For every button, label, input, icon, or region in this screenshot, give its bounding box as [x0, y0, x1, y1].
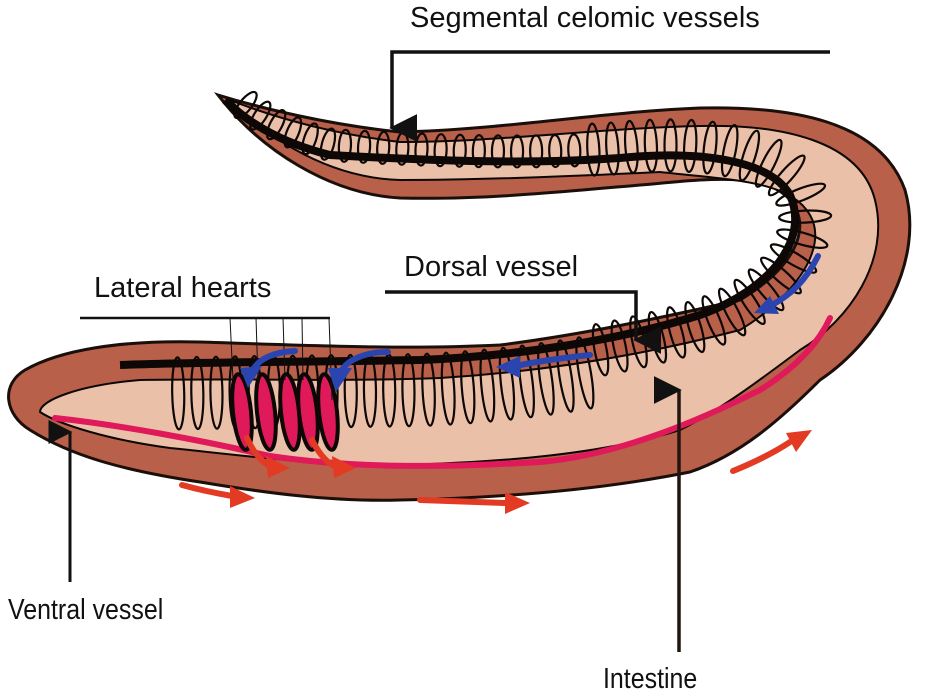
leader-segmental	[389, 50, 830, 142]
segment-ring	[537, 342, 555, 416]
segment-ring	[283, 116, 303, 149]
segment-ring	[684, 300, 706, 354]
segment-ring	[717, 287, 747, 337]
segment-ring	[767, 154, 806, 197]
segment-ring	[509, 134, 525, 169]
segment-ring	[778, 209, 833, 224]
intestine-band	[38, 99, 880, 467]
segment-ring	[701, 295, 727, 346]
segment-ring	[498, 346, 516, 421]
segment-ring	[556, 339, 575, 413]
segment-ring	[209, 355, 224, 430]
segment-ring	[663, 118, 678, 173]
label-ventral-vessel: Ventral vessel	[8, 594, 164, 626]
red-flow-arrow	[730, 430, 812, 474]
label-intestine: Intestine	[603, 663, 698, 695]
segment-ring	[747, 268, 785, 312]
segment-ring	[233, 90, 258, 120]
segment-ring	[376, 130, 391, 165]
red-flow-arrow	[309, 437, 356, 478]
segment-ring	[301, 122, 319, 156]
lateral-heart	[254, 372, 278, 452]
blue-flow-arrow	[328, 349, 391, 392]
segment-ring	[440, 351, 456, 426]
segment-ring	[769, 243, 818, 274]
segment-ring	[666, 306, 687, 359]
segment-ring	[452, 133, 467, 168]
segment-ring	[529, 134, 544, 169]
leader-lines	[48, 50, 830, 652]
segment-ring	[623, 119, 639, 174]
segment-ring	[343, 353, 358, 429]
segment-ring	[605, 121, 620, 176]
segment-ring	[319, 127, 337, 161]
lateral-hearts	[230, 372, 340, 452]
segment-ring	[414, 132, 429, 167]
segment-ring	[591, 323, 610, 377]
label-segmental-celomic-vessels: Segmental celomic vessels	[410, 2, 760, 34]
red-flow-arrow	[179, 482, 255, 508]
segment-ring	[702, 120, 718, 175]
segment-ring	[433, 133, 448, 168]
lateral-heart	[316, 372, 340, 452]
segment-ring	[265, 109, 287, 141]
segment-ring	[490, 134, 506, 169]
segment-ring	[643, 118, 659, 173]
lateral-heart	[230, 372, 254, 452]
dorsal-vessel	[119, 97, 799, 369]
label-lateral-hearts: Lateral hearts	[94, 272, 272, 304]
blue-flow-arrow	[754, 253, 821, 314]
segment-ring	[421, 352, 436, 427]
segment-ring	[479, 348, 496, 423]
segment-ring	[337, 128, 353, 163]
leader-lateral-ticks	[229, 317, 333, 401]
blue-flow-arrow	[496, 352, 593, 378]
leader-dorsal	[385, 290, 662, 354]
blue-flow-arrow	[240, 348, 298, 388]
segment-ring	[733, 278, 766, 326]
ventral-vessel	[52, 315, 833, 469]
segment-ring	[610, 319, 629, 373]
segment-ring	[249, 100, 272, 131]
segment-ring	[548, 133, 563, 169]
segment-ring	[720, 123, 739, 178]
segment-ring	[775, 182, 827, 207]
segment-ring	[776, 228, 829, 249]
segment-ring	[682, 118, 698, 174]
label-dorsal-vessel: Dorsal vessel	[404, 251, 579, 283]
red-flow-arrow	[244, 435, 290, 478]
segment-ring	[356, 129, 372, 164]
segment-ring	[567, 133, 582, 168]
red-flow-arrow	[417, 492, 530, 514]
segment-ring	[171, 356, 186, 431]
flow-arrows	[179, 253, 821, 514]
segment-ring	[471, 134, 486, 169]
segment-ring	[738, 129, 761, 182]
segment-ring	[401, 353, 416, 428]
segment-ring	[460, 350, 476, 425]
segment-ring	[517, 344, 535, 419]
segment-ring	[759, 256, 802, 295]
segment-ring	[575, 336, 595, 410]
segment-ring	[586, 122, 601, 177]
segment-ring	[190, 355, 205, 431]
segment-ring	[754, 138, 783, 188]
